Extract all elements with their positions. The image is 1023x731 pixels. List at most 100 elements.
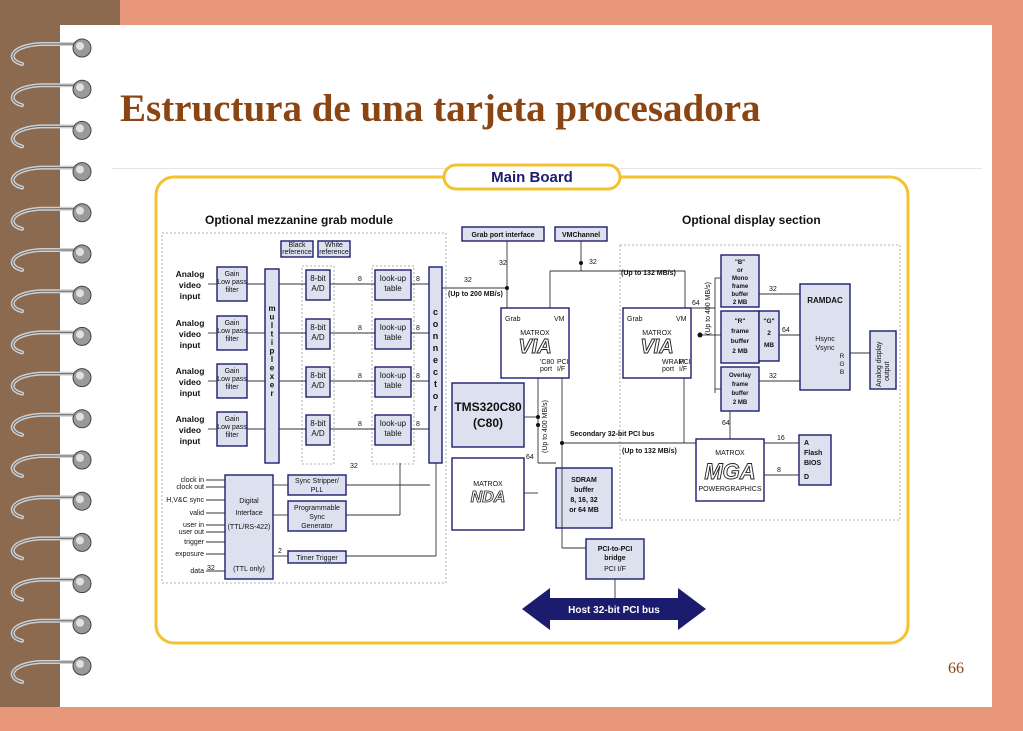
bus-width-label: 64 [782, 327, 790, 334]
adc-label: 8-bit [310, 323, 326, 332]
bus-width-label: 64 [722, 420, 730, 427]
spiral-ring-shadow [12, 331, 79, 353]
g-buffer-label: "G" [763, 318, 774, 325]
lookup-table-label: table [384, 381, 402, 390]
r-buffer-label: "R" [735, 318, 746, 325]
adc-label: A/D [311, 381, 325, 390]
processor-board-diagram: .t{fill:#111;font-size:7px;} .tb{fill:#1… [154, 163, 910, 645]
bus-width-label: 32 [769, 286, 777, 293]
lookup-table-label: table [384, 284, 402, 293]
low-pass-label: Low pass [217, 376, 247, 383]
adc-label: A/D [311, 333, 325, 342]
connector-letter: o [433, 319, 439, 329]
secondary-pci-bus-label: Secondary 32-bit PCI bus [570, 431, 655, 438]
digital-io-label: H,V&C sync [166, 497, 204, 504]
connector-letter: t [434, 379, 437, 389]
multiplexer-letter: p [270, 347, 275, 356]
r-buffer-label: frame [731, 328, 749, 335]
digital-io-label: trigger [184, 539, 205, 546]
adc-block [305, 414, 331, 446]
mezzanine-title: Optional mezzanine grab module [205, 213, 393, 227]
analog-video-input-label: video [179, 425, 201, 435]
digital-io-label: valid [190, 510, 205, 517]
binding-hole-highlight [76, 660, 84, 668]
binding-hole-highlight [76, 412, 84, 421]
via-logo: VIA [518, 336, 551, 358]
ramdac-block [799, 283, 851, 391]
matrox-logo-text: MATROX [642, 330, 672, 337]
binding-hole-highlight [76, 289, 84, 298]
adc-block [305, 269, 331, 301]
multiplexer-letter: r [270, 389, 273, 398]
filter-label: filter [225, 336, 239, 343]
bus-width-label: 8 [358, 276, 362, 283]
digital-io-label: user in [183, 522, 204, 529]
matrox-logo-text: MATROX [473, 481, 503, 488]
bus-width-label: 8 [416, 373, 420, 380]
flash-bios-label-2: Flash [804, 450, 822, 457]
black-reference-label-2: reference [282, 249, 312, 256]
gain-label: Gain [225, 271, 240, 278]
spiral-ring-shadow [12, 661, 79, 683]
digital-io-label: clock in [181, 477, 204, 484]
adc-block [305, 318, 331, 350]
page-number: 66 [948, 660, 964, 677]
via-vm-port-label: VM [554, 316, 565, 323]
analog-video-input-label: Analog [176, 269, 205, 279]
pci-bridge-label: PCI-to-PCI [598, 546, 633, 553]
spiral-ring-shadow [12, 579, 79, 601]
sync-stripper-label: Sync Stripper/ [295, 478, 339, 485]
digital-io-label: clock out [176, 484, 204, 491]
slide-bottom-border [0, 707, 1023, 731]
b-buffer-label: buffer [732, 292, 750, 298]
analog-display-label-2: output [884, 361, 891, 381]
binding-hole-highlight [76, 454, 84, 462]
low-pass-label: Low pass [217, 424, 247, 431]
spiral-ring-shadow [12, 290, 79, 312]
binding-hole-highlight [76, 495, 84, 504]
ramdac-label: Hsync [815, 336, 835, 343]
sdram-label-4: or 64 MB [569, 507, 599, 514]
via-grab-port-label: Grab [627, 316, 643, 323]
via-vm-port-label: VM [676, 316, 687, 323]
white-reference-block [317, 240, 351, 258]
overlay-buffer-label: frame [732, 382, 749, 388]
binding-hole-highlight [76, 536, 84, 545]
bus-width-label: 16 [777, 435, 785, 442]
slide-title: Estructura de una tarjeta procesadora [120, 87, 761, 130]
lookup-table-label: look-up [380, 419, 407, 428]
b-buffer-label: 2 MB [733, 300, 748, 306]
via-logo: VIA [640, 336, 673, 358]
overlay-frame-buffer-block [720, 366, 760, 412]
matrox-logo-text: MATROX [520, 330, 550, 337]
digital-interface-block [224, 474, 274, 580]
overlay-buffer-label: Overlay [729, 373, 752, 379]
nda-chip-block [451, 457, 525, 531]
g-buffer-label: 2 [767, 330, 771, 337]
bus-width-label: 32 [589, 259, 597, 266]
spiral-ring-shadow [12, 373, 79, 395]
spiral-ring-shadow [12, 208, 79, 230]
analog-video-input-label: Analog [176, 414, 205, 424]
bandwidth-label: (Up to 400 MB/s) [705, 282, 712, 335]
pci-if-label-2: I/F [679, 366, 687, 373]
spiral-ring-shadow [12, 455, 79, 477]
lookup-table-label: look-up [380, 323, 407, 332]
binding-hole-highlight [76, 577, 84, 586]
connector-letter: e [433, 355, 438, 365]
lookup-table-label: look-up [380, 371, 407, 380]
adc-label: 8-bit [310, 419, 326, 428]
sdram-label-3: 8, 16, 32 [570, 497, 597, 504]
main-board-label: Main Board [491, 169, 573, 186]
pci-if-label: PCI [557, 359, 569, 366]
multiplexer-letter: i [271, 338, 273, 347]
bus-width-label: 8 [416, 276, 420, 283]
digital-interface-label-2: Interface [235, 510, 262, 517]
binding-hole-highlight [76, 165, 84, 174]
connector-letter: c [433, 307, 438, 317]
binding-hole-highlight [76, 371, 84, 380]
analog-display-label: Analog display [876, 341, 883, 387]
lookup-table-block [374, 366, 412, 398]
flash-bios-label-3: BIOS [804, 460, 821, 467]
binding-hole-highlight [76, 618, 84, 627]
